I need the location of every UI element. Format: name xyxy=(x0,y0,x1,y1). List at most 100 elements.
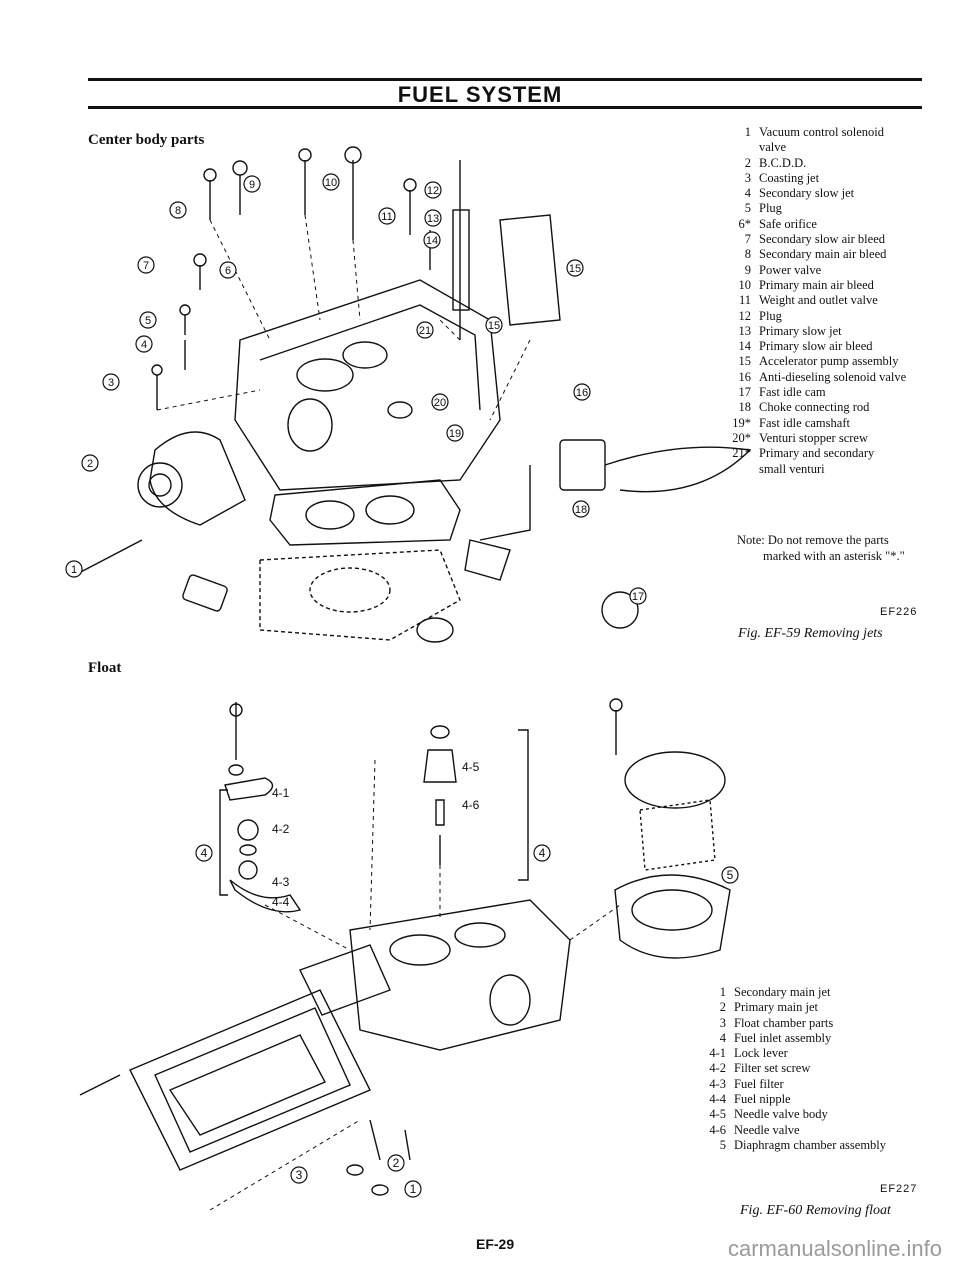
float-exploded-diagram: 4-1 4-2 4-3 4-4 4-5 4-6 4 4 5 2 1 3 xyxy=(79,698,739,1211)
legend-text: Plug xyxy=(759,201,782,216)
legend-number: 4-5 xyxy=(709,1107,726,1122)
legend-item: 6* Safe orifice xyxy=(725,217,940,232)
legend-text: Anti-dieseling solenoid valve xyxy=(759,369,907,384)
callout-12: 12 xyxy=(427,185,439,197)
legend-item: 21*Primary and secondary xyxy=(725,446,940,461)
legend-number: 13 xyxy=(738,323,752,338)
legend-number: 18 xyxy=(738,400,752,415)
legend-number: 17 xyxy=(738,385,752,400)
legend-text: Fuel inlet assembly xyxy=(734,1030,832,1045)
legend-number: 12 xyxy=(738,308,752,323)
legend-number: 15 xyxy=(738,354,752,369)
callout-4-3: 4-3 xyxy=(272,875,290,889)
callout-3: 3 xyxy=(296,1168,303,1182)
legend-number: 3 xyxy=(744,170,751,185)
section-label-float: Float xyxy=(88,660,122,676)
legend-text: Primary main air bleed xyxy=(759,277,874,292)
callout-19: 19 xyxy=(449,428,461,440)
legend-number: 4 xyxy=(719,1030,726,1045)
legend-number: 5 xyxy=(719,1137,726,1152)
legend-number: 2 xyxy=(719,1000,726,1015)
legend-item: 13 Primary slow jet xyxy=(725,324,940,339)
legend-text: Fast idle camshaft xyxy=(759,415,850,430)
callout-17: 17 xyxy=(632,591,644,603)
legend-text: Secondary slow jet xyxy=(759,186,855,201)
legend-number: 4-1 xyxy=(709,1046,726,1061)
legend-text: Primary slow jet xyxy=(759,323,842,338)
figure-caption-ef60: Fig. EF-60 Removing float xyxy=(740,1203,891,1218)
legend-item: 18 Choke connecting rod xyxy=(725,400,940,415)
legend-text: Lock lever xyxy=(734,1046,788,1061)
callout-6: 6 xyxy=(225,265,231,277)
legend-text: Needle valve body xyxy=(734,1107,828,1122)
callout-20: 20 xyxy=(434,397,446,409)
legend-text: Weight and outlet valve xyxy=(759,293,878,308)
legend-text: Diaphragm chamber assembly xyxy=(734,1137,887,1152)
legend-text: Coasting jet xyxy=(759,170,820,185)
section-label-center-body: Center body parts xyxy=(88,132,205,148)
legend-text: Vacuum control solenoid xyxy=(759,125,884,139)
callout-9: 9 xyxy=(249,179,255,191)
figure-code-ef226: EF226 xyxy=(880,606,918,618)
note-line-2: marked with an asterisk "*." xyxy=(763,549,905,563)
legend-item: 4 Fuel inlet assembly xyxy=(700,1031,940,1046)
callout-4-1: 4-1 xyxy=(272,786,290,800)
callout-11: 11 xyxy=(381,211,392,223)
callout-3: 3 xyxy=(108,377,114,389)
legend-item: 4-4 Fuel nipple xyxy=(700,1092,940,1107)
legend-item: 5 Diaphragm chamber assembly xyxy=(700,1138,940,1153)
legend-text: B.C.D.D. xyxy=(759,155,807,170)
legend-number: 4-4 xyxy=(709,1092,726,1107)
callout-10: 10 xyxy=(325,177,337,189)
legend-text: Choke connecting rod xyxy=(759,400,870,415)
asterisk-note: Note: Do not remove the parts marked wit… xyxy=(737,532,905,564)
legend-item: 19* Fast idle camshaft xyxy=(725,416,940,431)
callout-5: 5 xyxy=(727,868,734,882)
legend-number: 4 xyxy=(744,186,751,201)
legend-text: Primary main jet xyxy=(734,1000,819,1015)
legend-item: 4-5 Needle valve body xyxy=(700,1107,940,1122)
callout-18: 18 xyxy=(575,504,587,516)
callout-1: 1 xyxy=(71,564,77,576)
legend-item: 4 Secondary slow jet xyxy=(725,186,940,201)
legend-number: 14 xyxy=(738,339,752,354)
legend-number: 6* xyxy=(738,216,752,231)
callout-4-right: 4 xyxy=(539,846,546,860)
legend-text: Fast idle cam xyxy=(759,385,826,400)
legend-number: 4-6 xyxy=(709,1122,726,1137)
legend-number: 19* xyxy=(732,415,751,430)
center-body-exploded-diagram: 8 9 10 11 12 13 14 15 15 7 6 5 4 3 2 1 2… xyxy=(65,146,752,643)
legend-text: Safe orifice xyxy=(759,216,817,231)
legend-text: Primary slow air bleed xyxy=(759,339,873,354)
legend-text: Plug xyxy=(759,308,782,323)
watermark: carmanualsonline.info xyxy=(728,1236,943,1261)
legend-item: 12 Plug xyxy=(725,309,940,324)
legend-item: 17 Fast idle cam xyxy=(725,385,940,400)
legend-number: 9 xyxy=(744,262,751,277)
legend-text: Float chamber parts xyxy=(734,1015,834,1030)
legend-number: 20* xyxy=(732,430,751,445)
legend-text: Fuel nipple xyxy=(734,1092,791,1107)
callout-4: 4 xyxy=(141,339,147,351)
note-line-1: Note: Do not remove the parts xyxy=(737,533,889,547)
callout-21: 21 xyxy=(419,325,431,337)
legend-item: 3 Coasting jet xyxy=(725,171,940,186)
legend-item: 14 Primary slow air bleed xyxy=(725,339,940,354)
callout-15b: 15 xyxy=(488,320,500,332)
page-title: FUEL SYSTEM xyxy=(397,82,563,107)
callout-7: 7 xyxy=(143,260,149,272)
